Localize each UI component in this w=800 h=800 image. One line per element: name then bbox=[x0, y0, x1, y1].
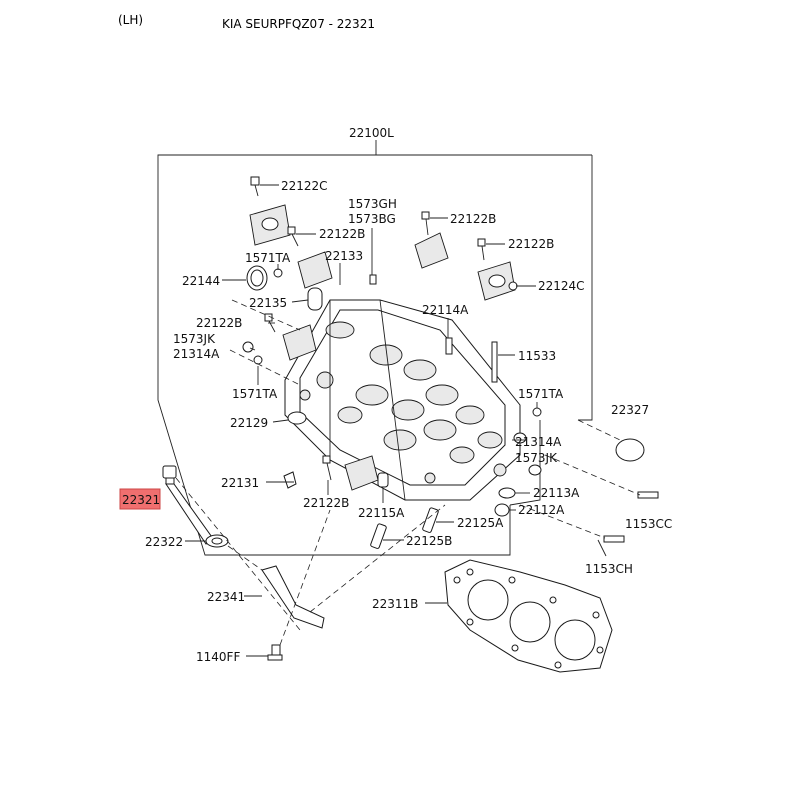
catalog-title: KIA SEURPFQZ07 - 22321 bbox=[222, 17, 375, 31]
plug-1571TA-b bbox=[253, 355, 263, 365]
callout-22321-selected[interactable]: 22321 bbox=[122, 493, 160, 507]
callout-22122C[interactable]: 22122C bbox=[281, 179, 328, 193]
bolt-22122B-right bbox=[421, 211, 430, 236]
stud-22125B bbox=[370, 523, 387, 549]
callout-22112A[interactable]: 22112A bbox=[518, 503, 565, 517]
cam-cap-22133 bbox=[297, 251, 333, 289]
callout-1573JK-b[interactable]: 1573JK bbox=[515, 451, 558, 465]
cam-cap-mid bbox=[282, 324, 317, 361]
callout-21314A-a[interactable]: 21314A bbox=[173, 347, 220, 361]
guide-22131 bbox=[283, 471, 297, 489]
bolt-22122B-upper bbox=[287, 226, 299, 247]
callout-1573GH[interactable]: 1573GH bbox=[348, 197, 397, 211]
callout-22311B[interactable]: 22311B bbox=[372, 597, 418, 611]
side-indicator: (LH) bbox=[118, 13, 143, 27]
seal-22113A bbox=[498, 487, 516, 499]
callout-1140FF[interactable]: 1140FF bbox=[196, 650, 240, 664]
cam-cap-right bbox=[414, 232, 449, 269]
head-bolt-22321 bbox=[162, 465, 215, 545]
seal-22144 bbox=[246, 265, 268, 291]
target-part-highlight bbox=[119, 488, 161, 510]
cam-cap-22122C bbox=[249, 204, 291, 246]
seal-22112A bbox=[494, 503, 510, 517]
callout-11533[interactable]: 11533 bbox=[518, 349, 556, 363]
callout-22100L[interactable]: 22100L bbox=[349, 126, 394, 140]
callout-22125B[interactable]: 22125B bbox=[406, 534, 452, 548]
plug-21314A bbox=[513, 432, 527, 444]
plug-22327 bbox=[615, 438, 645, 462]
stud-1153CC bbox=[637, 491, 659, 499]
callout-22133[interactable]: 22133 bbox=[325, 249, 363, 263]
pin-1573GH bbox=[369, 274, 377, 285]
callout-22125A[interactable]: 22125A bbox=[457, 516, 504, 530]
callout-1571TA-b[interactable]: 1571TA bbox=[232, 387, 278, 401]
callout-22122B-c[interactable]: 22122B bbox=[508, 237, 554, 251]
callout-22122B-d[interactable]: 22122B bbox=[196, 316, 242, 330]
callout-1153CC[interactable]: 1153CC bbox=[625, 517, 672, 531]
callout-22115A[interactable]: 22115A bbox=[358, 506, 405, 520]
bolt-22122C bbox=[250, 176, 260, 197]
callout-1571TA-a[interactable]: 1571TA bbox=[245, 251, 291, 265]
callout-1573BG[interactable]: 1573BG bbox=[348, 212, 396, 226]
plug-1571TA-c bbox=[532, 407, 542, 417]
callout-1571TA-c[interactable]: 1571TA bbox=[518, 387, 564, 401]
stud-22125A bbox=[422, 507, 439, 533]
dowel-22115A bbox=[377, 472, 389, 488]
callout-1573JK-a[interactable]: 1573JK bbox=[173, 332, 216, 346]
plug-22124C bbox=[508, 281, 518, 291]
callout-22124C[interactable]: 22124C bbox=[538, 279, 585, 293]
gasket-22311B bbox=[444, 559, 613, 673]
bracket-22341 bbox=[261, 565, 325, 629]
callout-1153CH[interactable]: 1153CH bbox=[585, 562, 633, 576]
cam-cap-22124C bbox=[477, 261, 516, 301]
plug-1573JK bbox=[242, 341, 254, 353]
callout-21314A-b[interactable]: 21314A bbox=[515, 435, 562, 449]
projection-lines bbox=[175, 299, 641, 646]
callout-22122B-e[interactable]: 22122B bbox=[303, 496, 349, 510]
callout-22122B-a[interactable]: 22122B bbox=[450, 212, 496, 226]
callout-22114A[interactable]: 22114A bbox=[422, 303, 469, 317]
plug-1573JK-b bbox=[528, 464, 542, 476]
callout-22135[interactable]: 22135 bbox=[249, 296, 287, 310]
callout-22129[interactable]: 22129 bbox=[230, 416, 268, 430]
callout-22122B-b[interactable]: 22122B bbox=[319, 227, 365, 241]
callout-labels: 22100L 22122C 1573GH 1573BG 22122B 22122… bbox=[122, 126, 672, 664]
callout-22113A[interactable]: 22113A bbox=[533, 486, 580, 500]
callout-22144[interactable]: 22144 bbox=[182, 274, 220, 288]
callout-22131[interactable]: 22131 bbox=[221, 476, 259, 490]
bolt-1140FF bbox=[267, 644, 283, 661]
callout-22341[interactable]: 22341 bbox=[207, 590, 245, 604]
callout-22322[interactable]: 22322 bbox=[145, 535, 183, 549]
stud-1153CH bbox=[603, 535, 625, 543]
bolt-22122B-far bbox=[477, 238, 486, 261]
assembly-boundary bbox=[157, 140, 593, 556]
bolt-22122B-lower bbox=[322, 455, 332, 481]
callout-22327[interactable]: 22327 bbox=[611, 403, 649, 417]
seal-22129 bbox=[287, 411, 307, 425]
dowel-22135 bbox=[307, 287, 323, 311]
stud-11533 bbox=[491, 341, 498, 383]
washer-22322 bbox=[205, 534, 229, 548]
plug-1571TA bbox=[273, 268, 283, 278]
guide-22114A bbox=[445, 337, 453, 355]
cylinder-head-illustration bbox=[284, 299, 521, 501]
